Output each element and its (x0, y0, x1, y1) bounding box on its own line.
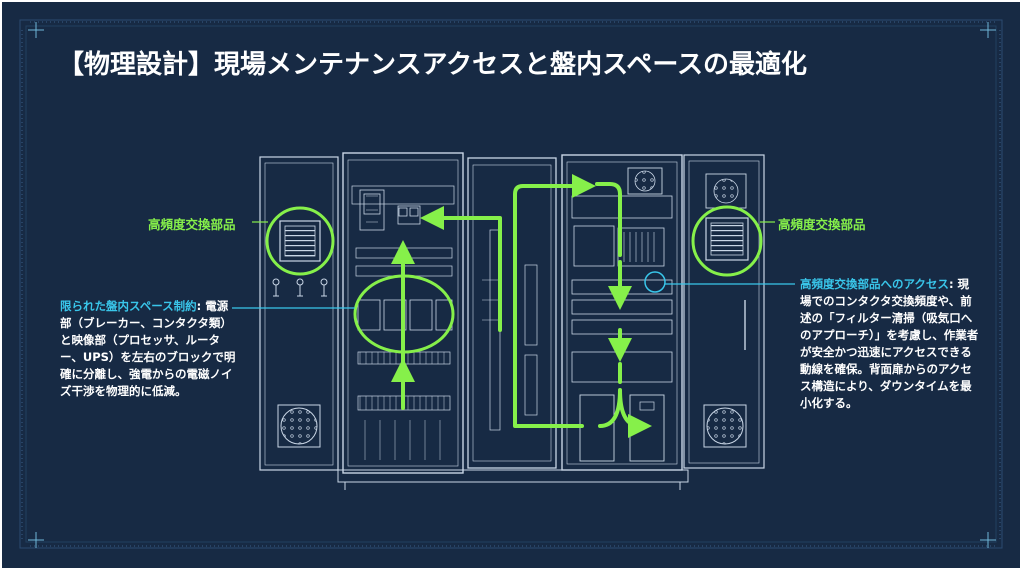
left-door (259, 156, 339, 471)
flow-arrows (391, 174, 652, 438)
right-note-heading: 高頻度交換部品へのアクセス (800, 277, 949, 291)
left-note-body: : 電源部（ブレーカー、コンタクタ類）と映像部（プロセッサ、ルーター、UPS）を… (60, 299, 236, 398)
dial-icon (272, 278, 328, 297)
breaker-icon (363, 193, 419, 217)
fan-filter-icon-right (705, 217, 749, 261)
left-note: 限られた盤内スペース制約: 電源部（ブレーカー、コンタクタ類）と映像部（プロセッ… (60, 298, 238, 400)
left-note-heading: 限られた盤内スペース制約 (60, 299, 197, 313)
contactor-highlight-circle (644, 271, 666, 293)
circular-vent-icon (277, 404, 321, 448)
top-fan-icon (627, 167, 663, 195)
left-filter-highlight (265, 206, 335, 276)
left-part-label: 高頻度交換部品 (148, 217, 236, 232)
fan-filter-icon (279, 220, 321, 262)
right-note: 高頻度交換部品へのアクセス: 現場でのコンタクタ交換頻度や、前述の「フィルター清… (800, 276, 980, 412)
page-title: 【物理設計】現場メンテナンスアクセスと盤内スペースの最適化 (58, 50, 808, 80)
circular-vent-icon-right (703, 404, 747, 448)
slide-panel (2, 2, 1020, 568)
center-duct (467, 157, 557, 469)
right-door (683, 154, 765, 469)
right-note-body: : 現場でのコンタクタ交換頻度や、前述の「フィルター清掃（吸気口へのアプローチ）… (800, 277, 979, 410)
crosshair-marks (28, 22, 996, 548)
ruler-frame (19, 19, 1003, 549)
callout-lines (232, 221, 795, 309)
cabinet-base (337, 469, 689, 490)
right-filter-highlight (691, 205, 763, 277)
right-part-label: 高頻度交換部品 (778, 217, 866, 232)
